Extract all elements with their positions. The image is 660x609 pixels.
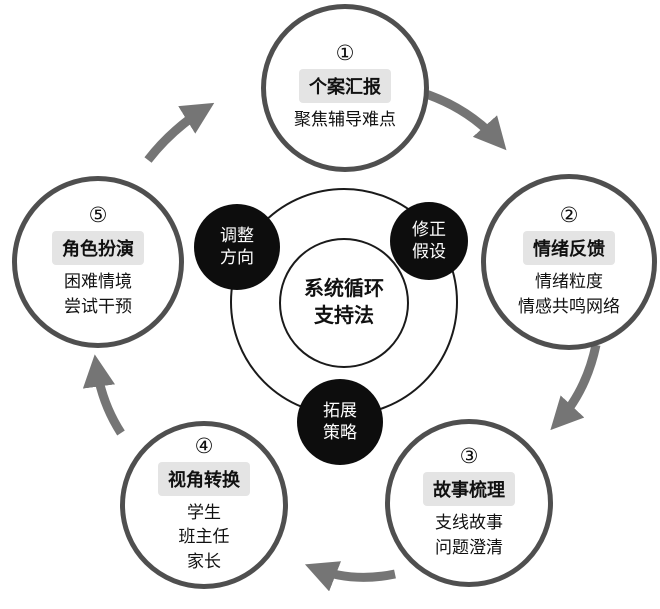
stage-title: 角色扮演 [52, 230, 144, 265]
center-title-line: 系统循环 [304, 278, 384, 300]
stage-2-circle: ② 情绪反馈 情绪粒度 情感共鸣网络 [481, 174, 657, 350]
stage-note-line: 聚焦辅导难点 [294, 110, 396, 130]
hub-node-expand-strategy: 拓展 策略 [297, 379, 383, 465]
stage-1-circle: ① 个案汇报 聚焦辅导难点 [261, 4, 429, 172]
stage-note-line: 学生 [187, 502, 221, 522]
stage-note-line: 困难情境 [64, 271, 132, 291]
stage-title: 个案汇报 [299, 69, 391, 104]
arrow-stage4-to-stage5-icon [82, 354, 125, 436]
hub-node-revise-hypothesis: 修正 假设 [390, 202, 468, 280]
stage-title: 视角转换 [158, 461, 250, 496]
hub-inner-ring [279, 238, 409, 368]
hub-node-line: 修正 [412, 219, 446, 239]
stage-number: ⑤ [88, 203, 108, 227]
hub-node-line: 策略 [323, 423, 357, 442]
stage-title: 故事梳理 [423, 471, 515, 506]
stage-notes: 学生 班主任 家长 [179, 501, 230, 575]
stage-title: 情绪反馈 [523, 230, 615, 265]
stage-number: ① [335, 42, 355, 66]
center-title: 系统循环 支持法 [264, 276, 424, 330]
arrow-stage3-to-stage4-icon [304, 561, 396, 592]
stage-notes: 聚焦辅导难点 [294, 108, 396, 133]
stage-notes: 情绪粒度 情感共鸣网络 [518, 270, 620, 319]
arrow-stage1-to-stage2-icon [418, 87, 507, 151]
stage-5-circle: ⑤ 角色扮演 困难情境 尝试干预 [12, 176, 184, 348]
hub-node-line: 假设 [412, 242, 446, 261]
stage-note-line: 家长 [187, 551, 221, 571]
stage-note-line: 问题澄清 [435, 537, 503, 557]
center-title-line: 支持法 [314, 305, 374, 327]
stage-note-line: 班主任 [178, 527, 230, 547]
stage-number: ② [559, 203, 579, 227]
stage-note-line: 尝试干预 [64, 296, 132, 316]
arrow-stage2-to-stage3-icon [550, 344, 601, 431]
stage-note-line: 支线故事 [435, 512, 503, 532]
hub-node-line: 方向 [220, 248, 254, 267]
stage-note-line: 情绪粒度 [535, 271, 603, 291]
stage-number: ③ [459, 444, 479, 468]
hub-node-line: 调整 [220, 225, 254, 245]
stage-note-line: 情感共鸣网络 [518, 296, 620, 316]
stage-notes: 困难情境 尝试干预 [64, 270, 132, 319]
stage-notes: 支线故事 问题澄清 [435, 511, 503, 560]
stage-4-circle: ④ 视角转换 学生 班主任 家长 [120, 421, 288, 589]
stage-3-circle: ③ 故事梳理 支线故事 问题澄清 [385, 419, 553, 587]
hub-node-adjust-direction: 调整 方向 [194, 204, 280, 290]
arrow-stage5-to-stage1-icon [144, 102, 215, 163]
stage-number: ④ [194, 434, 214, 458]
hub-node-line: 拓展 [323, 400, 357, 420]
